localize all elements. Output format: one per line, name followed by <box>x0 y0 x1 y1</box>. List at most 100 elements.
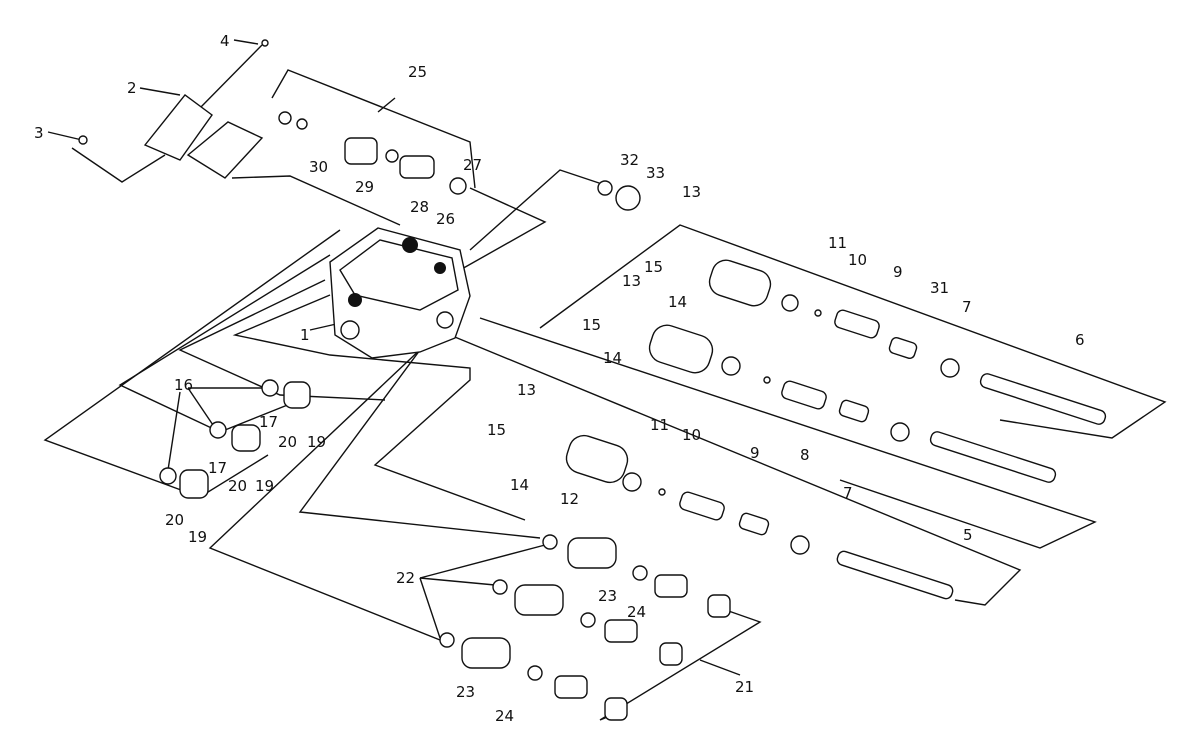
oring-11a <box>781 294 799 312</box>
label-20a: 20 <box>278 433 297 451</box>
bracket-32 <box>469 169 606 251</box>
label-28: 28 <box>410 198 429 216</box>
label-11a: 11 <box>828 234 847 252</box>
cartridge-a <box>567 537 617 569</box>
spring-9a <box>834 309 880 339</box>
port-a <box>402 237 418 253</box>
line-spool-5 <box>479 317 1097 549</box>
fitting-17a <box>283 381 311 409</box>
leader-4 <box>197 44 263 111</box>
label-12: 12 <box>560 490 579 508</box>
cap-32-33 <box>597 180 641 211</box>
spool-section-middle <box>648 324 1057 483</box>
label-26: 26 <box>436 210 455 228</box>
label-22: 22 <box>396 569 415 587</box>
label-29: 29 <box>355 178 374 196</box>
body-29 <box>344 137 378 165</box>
label-31: 31 <box>930 279 949 297</box>
cap-12b <box>648 324 714 374</box>
leader-22a <box>419 544 546 579</box>
label-7a: 7 <box>962 298 972 316</box>
line-spool-6 <box>539 224 1167 439</box>
bolt-3 <box>78 135 88 145</box>
label-30: 30 <box>309 158 328 176</box>
left-fittings <box>159 379 311 499</box>
leader-2 <box>139 87 181 96</box>
assembly-lines <box>43 39 1167 721</box>
label-15b: 15 <box>582 316 601 334</box>
nut-27 <box>449 177 467 195</box>
line-cartridge-3 <box>208 344 441 641</box>
cap-33 <box>615 185 641 211</box>
spool-5 <box>929 431 1057 483</box>
label-9b: 9 <box>750 444 760 462</box>
label-15a: 15 <box>644 258 663 276</box>
label-17a: 17 <box>259 413 278 431</box>
ring-28 <box>385 149 399 163</box>
fitting-b <box>604 619 638 643</box>
plate-2 <box>143 94 213 161</box>
spring-31 <box>888 336 918 360</box>
lower-cartridges <box>439 534 731 721</box>
bracket-plates <box>231 175 401 226</box>
spool-section-upper <box>708 259 1107 425</box>
label-1: 1 <box>300 326 310 344</box>
seat-7a <box>940 358 960 378</box>
cap-30a <box>278 111 292 125</box>
leader-22b <box>419 577 496 586</box>
line-left-outer <box>43 229 341 498</box>
fitting-a <box>654 574 688 598</box>
cover-plates <box>78 39 269 179</box>
label-24b: 24 <box>495 707 514 725</box>
label-10a: 10 <box>848 251 867 269</box>
washer-10b <box>763 376 771 384</box>
leader-4b <box>233 39 259 45</box>
relief-valve-25 <box>278 111 467 195</box>
fitting-17c <box>179 469 209 499</box>
label-24a: 24 <box>627 603 646 621</box>
cartridge-b <box>514 584 564 616</box>
ring-22b <box>492 579 508 595</box>
oring-16b <box>209 421 227 439</box>
label-33: 33 <box>646 164 665 182</box>
label-4: 4 <box>220 32 230 50</box>
label-20c: 20 <box>165 511 184 529</box>
label-14a: 14 <box>668 293 687 311</box>
fitting-17b <box>231 424 261 452</box>
spool-section-lower <box>565 434 954 600</box>
label-23b: 23 <box>456 683 475 701</box>
cap-a <box>707 594 731 618</box>
spool-4 <box>836 550 954 600</box>
bracket-26 <box>459 187 547 271</box>
port-c <box>434 262 446 274</box>
spring-8a <box>838 399 870 423</box>
valve-body <box>329 227 471 359</box>
spring-9b <box>781 380 827 410</box>
label-32: 32 <box>620 151 639 169</box>
plate-b <box>186 121 264 179</box>
label-23a: 23 <box>598 587 617 605</box>
label-3: 3 <box>34 124 44 142</box>
label-19b: 19 <box>255 477 274 495</box>
label-20b: 20 <box>228 477 247 495</box>
label-14b: 14 <box>603 349 622 367</box>
label-27: 27 <box>463 156 482 174</box>
spool-6 <box>979 373 1107 425</box>
label-7b: 7 <box>843 484 853 502</box>
leader-22c <box>419 577 441 639</box>
cap-12 <box>565 434 629 484</box>
label-15c: 15 <box>487 421 506 439</box>
line-center-box <box>232 294 526 521</box>
seat-7b <box>890 422 910 442</box>
port-b <box>348 293 362 307</box>
body-28 <box>399 155 435 179</box>
spring-8b <box>738 512 770 536</box>
label-2: 2 <box>127 79 137 97</box>
seat-7c <box>790 535 810 555</box>
label-9a: 9 <box>893 263 903 281</box>
label-11b: 11 <box>650 416 669 434</box>
line-left-inner <box>178 279 386 401</box>
label-10b: 10 <box>682 426 701 444</box>
label-25: 25 <box>408 63 427 81</box>
